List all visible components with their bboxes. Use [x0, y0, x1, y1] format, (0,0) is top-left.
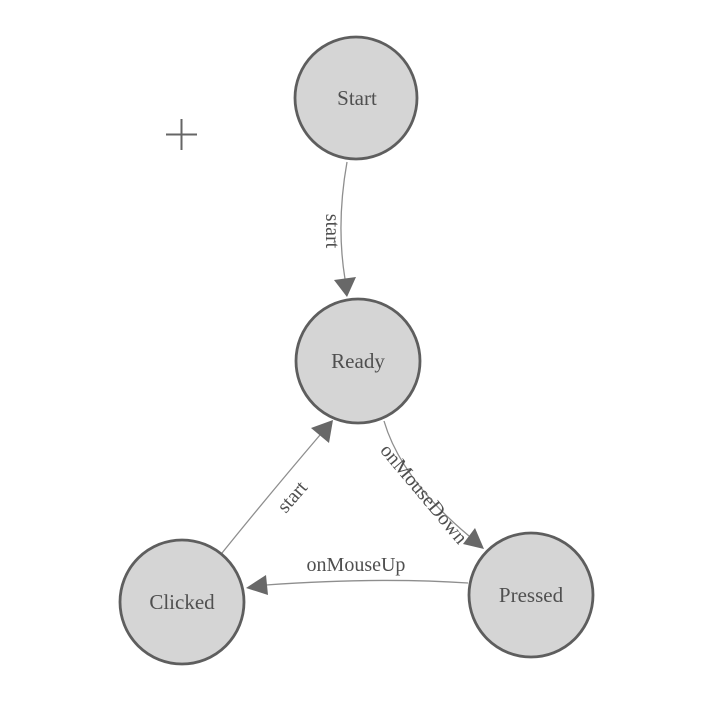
arrowhead-icon	[334, 277, 356, 297]
edge-label-onmousedown: onMouseDown	[376, 440, 472, 549]
edge-line	[265, 579, 469, 586]
state-node-clicked[interactable]: Clicked	[118, 538, 246, 666]
state-circle	[293, 35, 419, 161]
transition-pressed-to-clicked[interactable]: onMouseUp	[246, 554, 469, 595]
arrowhead-icon	[311, 420, 333, 443]
state-label: Clicked	[149, 590, 215, 614]
state-node-start[interactable]: Start	[293, 35, 419, 161]
edge-line	[221, 434, 321, 554]
arrowhead-icon	[246, 575, 268, 595]
state-circle	[467, 531, 595, 659]
arrowhead-icon	[463, 528, 484, 549]
edge-line	[383, 420, 470, 537]
transition-start-to-ready[interactable]: start	[321, 161, 356, 297]
edge-label-start-1: start	[321, 214, 343, 249]
transition-clicked-to-ready[interactable]: start	[221, 420, 333, 554]
edge-label-onmouseup: onMouseUp	[307, 554, 406, 576]
edge-label-start-2: start	[273, 477, 312, 518]
edge-line	[340, 161, 348, 280]
state-node-pressed[interactable]: Pressed	[467, 531, 595, 659]
state-label: Pressed	[499, 583, 564, 607]
state-circle	[118, 538, 246, 666]
state-label: Start	[337, 86, 377, 110]
crosshair-icon	[166, 119, 197, 150]
transition-ready-to-pressed[interactable]: onMouseDown	[376, 420, 484, 549]
state-node-ready[interactable]: Ready	[294, 297, 422, 425]
state-circle	[294, 297, 422, 425]
state-label: Ready	[331, 349, 385, 373]
